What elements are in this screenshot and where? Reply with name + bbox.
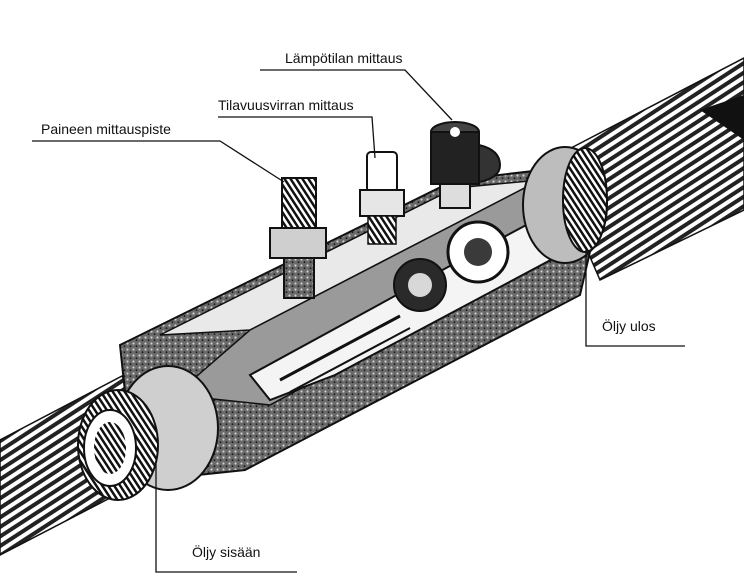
flow-direction-arrow-icon [700,95,744,140]
oil-outlet-label: Öljy ulos [602,318,656,334]
temperature-sensor [430,121,502,209]
pressure-test-point [269,177,327,299]
oil-inlet-label: Öljy sisään [192,544,261,560]
meter-body [118,166,597,480]
leader-oil-out [585,250,685,347]
temperature-measurement-label: Lämpötilan mittaus [285,50,403,66]
leader-pressure [32,140,285,183]
flow-sensor [359,151,405,245]
leader-lines [32,69,685,573]
inlet-fitting [77,365,219,501]
volume-flow-measurement-label: Tilavuusvirran mittaus [218,97,354,113]
pressure-measurement-point-label: Paineen mittauspiste [41,121,171,137]
outlet-fitting [522,146,608,264]
leader-flow [218,116,376,159]
leader-oil-in [155,464,297,573]
leader-temperature [260,69,453,121]
